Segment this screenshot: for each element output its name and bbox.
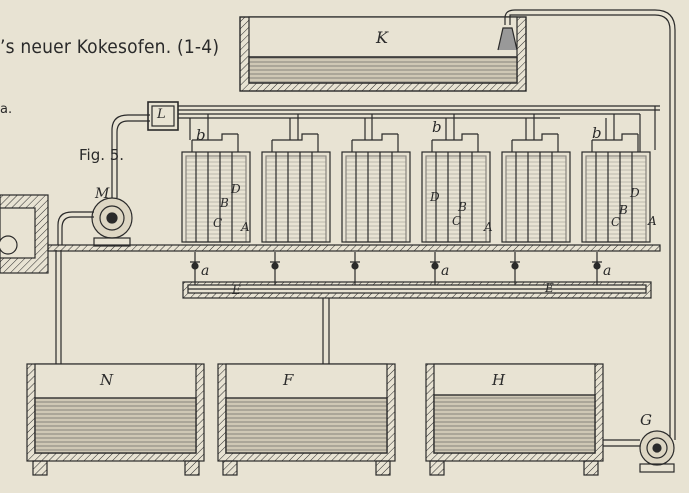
label-c-1: C (213, 216, 223, 230)
label-a-cell-1: A (241, 220, 250, 234)
label-m: M (95, 186, 110, 202)
trough-e (182, 281, 652, 299)
label-a-cell-4: A (484, 220, 493, 234)
figure-label: Fig. 5. (79, 146, 125, 164)
label-n: N (100, 371, 114, 389)
shelf (47, 244, 661, 252)
label-b-1: b (196, 126, 206, 144)
label-e-2: E (545, 281, 554, 295)
label-e-1: E (232, 283, 241, 297)
plate-title: ’s neuer Kokesofen. (1-4) (0, 36, 220, 58)
cells (181, 133, 651, 243)
feed-pipes (189, 106, 656, 152)
label-f: F (283, 371, 294, 389)
pump-g (603, 430, 675, 473)
label-k: K (376, 28, 388, 47)
label-d-1: D (231, 182, 241, 196)
label-l: L (157, 107, 166, 122)
label-a-tap-6: a (603, 263, 612, 279)
label-b-3: b (592, 124, 602, 142)
tank-f (217, 363, 396, 476)
label-a-tap-1: a (201, 263, 210, 279)
header-pipes (178, 105, 660, 119)
tank-n (26, 363, 205, 476)
tank-k (239, 16, 527, 92)
label-b-2: b (432, 118, 442, 136)
label-c-4: C (452, 214, 462, 228)
label-a-tap-4: a (441, 263, 450, 279)
label-a-cell-6: A (648, 214, 657, 228)
pump-m (57, 114, 150, 247)
label-b-cell-4: B (458, 200, 467, 214)
label-d-6: D (630, 186, 640, 200)
tank-h (425, 363, 604, 476)
left-fragment: a. (0, 102, 13, 117)
furnace-fragment (0, 194, 49, 274)
label-d-4: D (430, 190, 440, 204)
label-b-cell-1: B (220, 196, 229, 210)
box-l (147, 101, 179, 131)
label-h: H (492, 371, 506, 389)
label-c-6: C (611, 215, 621, 229)
label-b-cell-6: B (619, 203, 628, 217)
label-g: G (640, 411, 652, 429)
taps (190, 252, 602, 285)
return-pipe (497, 9, 676, 440)
